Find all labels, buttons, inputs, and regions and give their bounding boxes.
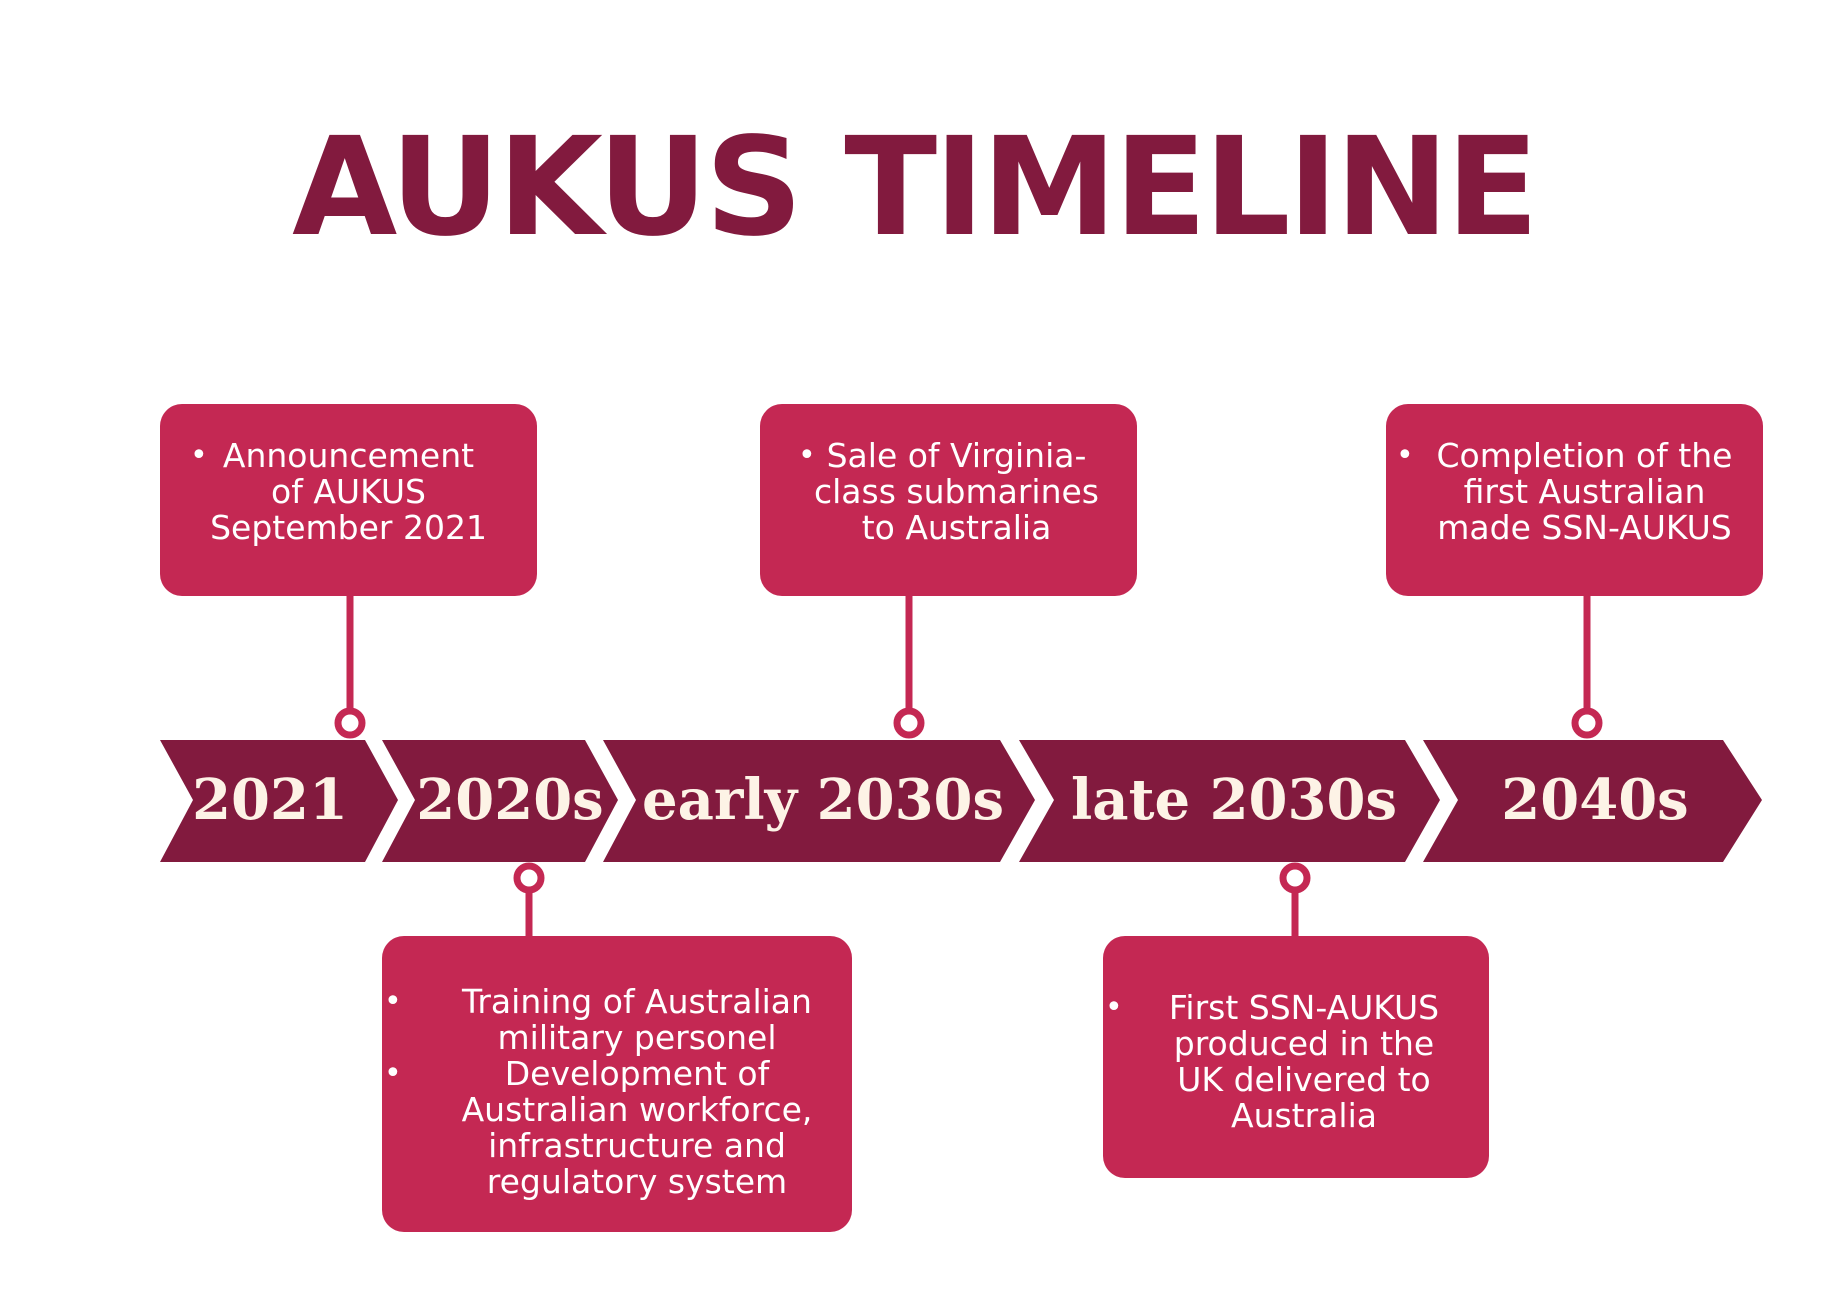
- event-line: regulatory system: [486, 1162, 788, 1201]
- event-list: • Announcement of AUKUS September 2021: [180, 438, 517, 546]
- list-item: • Completion of the first Australian mad…: [1396, 436, 1759, 547]
- event-line: Australian workforce,: [461, 1090, 813, 1129]
- timeline-chevron: [382, 740, 618, 862]
- event-list: • Training of Australian military person…: [384, 982, 838, 1201]
- year-label-early-2030s: early 2030s: [641, 767, 1005, 833]
- event-line: to Australia: [861, 508, 1052, 547]
- year-label-2021: 2021: [192, 767, 348, 833]
- event-line: Announcement: [222, 436, 475, 475]
- connector-dot: [334, 707, 366, 739]
- timeline-chevron: [1019, 740, 1440, 862]
- connector-dot: [893, 707, 925, 739]
- event-line: Completion of the: [1436, 436, 1733, 475]
- bullet-icon: •: [1105, 990, 1123, 1025]
- event-line: infrastructure and: [488, 1126, 786, 1165]
- event-line: produced in the: [1173, 1024, 1435, 1063]
- page-title: AUKUS TIMELINE: [292, 109, 1539, 267]
- timeline-chevron: [1423, 740, 1762, 862]
- list-item: • Training of Australian military person…: [384, 982, 838, 1057]
- event-line: September 2021: [210, 508, 487, 547]
- connector-dot: [1571, 707, 1603, 739]
- bullet-icon: •: [384, 984, 402, 1019]
- list-item: • First SSN-AUKUS produced in the UK del…: [1105, 988, 1475, 1135]
- list-item: • Announcement of AUKUS September 2021: [180, 438, 517, 546]
- bullet-icon: •: [384, 1056, 402, 1091]
- event-line: Australia: [1231, 1096, 1377, 1135]
- event-card-2020s: • Training of Australian military person…: [382, 936, 852, 1232]
- event-line: First SSN-AUKUS: [1168, 988, 1440, 1027]
- event-line: military personel: [497, 1018, 777, 1057]
- year-label-2020s: 2020s: [416, 767, 604, 833]
- timeline-chevron: [160, 740, 398, 862]
- bullet-icon: •: [190, 438, 208, 473]
- event-card-late-2030s: • First SSN-AUKUS produced in the UK del…: [1103, 936, 1489, 1178]
- event-line: Sale of Virginia-: [826, 436, 1087, 475]
- list-item: • Development of Australian workforce, i…: [384, 1054, 838, 1201]
- event-card-2021: • Announcement of AUKUS September 2021: [160, 404, 537, 596]
- event-list: • Sale of Virginia- class submarines to …: [784, 438, 1129, 546]
- event-list: • Completion of the first Australian mad…: [1396, 436, 1759, 547]
- event-card-2040s: • Completion of the first Australian mad…: [1386, 404, 1763, 596]
- list-item: • Sale of Virginia- class submarines to …: [784, 438, 1129, 546]
- connector-dot: [513, 862, 545, 894]
- event-line: made SSN-AUKUS: [1437, 508, 1732, 547]
- event-line: first Australian: [1463, 472, 1706, 511]
- connector-dot: [1279, 862, 1311, 894]
- timeline-chevron: [603, 740, 1035, 862]
- year-label-2040s: 2040s: [1501, 767, 1689, 833]
- event-line: Training of Australian: [462, 982, 812, 1021]
- event-line: Development of: [504, 1054, 770, 1093]
- event-card-early-2030s: • Sale of Virginia- class submarines to …: [760, 404, 1137, 596]
- event-line: UK delivered to: [1177, 1060, 1431, 1099]
- event-line: of AUKUS: [271, 472, 426, 511]
- event-list: • First SSN-AUKUS produced in the UK del…: [1105, 988, 1475, 1135]
- year-label-late-2030s: late 2030s: [1071, 767, 1397, 833]
- bullet-icon: •: [1396, 438, 1414, 473]
- event-line: class submarines: [814, 472, 1099, 511]
- bullet-icon: •: [798, 438, 816, 473]
